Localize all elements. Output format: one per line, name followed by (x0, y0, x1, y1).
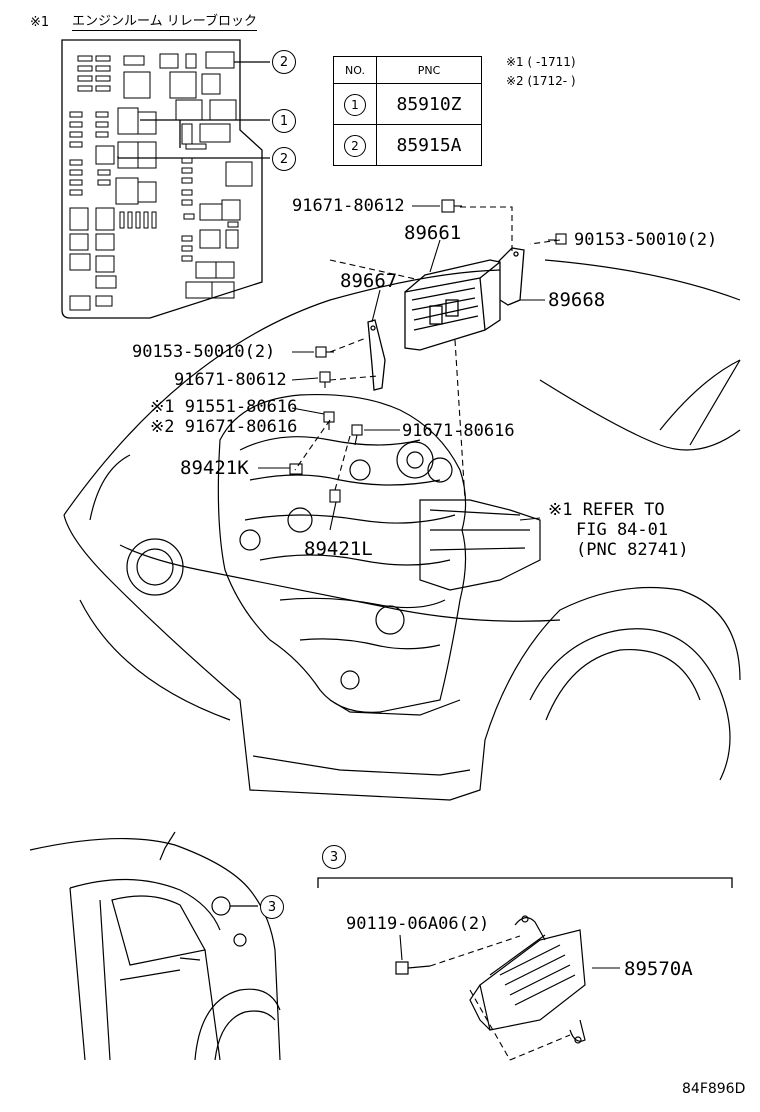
bolts (289, 199, 567, 503)
part-89421K: 89421K (180, 457, 249, 479)
refer-line-1: ※1 REFER TO (548, 500, 665, 520)
part-90153-50010-left: 90153-50010(2) (132, 342, 276, 362)
part-90153-50010-right: 90153-50010(2) (574, 230, 718, 250)
part-91671-80616-left: ※2 91671-80616 (150, 417, 298, 437)
engine-assembly (217, 394, 541, 716)
part-89570A: 89570A (624, 958, 693, 980)
callout-2-bottom: 2 (272, 147, 296, 171)
row-pnc: 85915A (376, 124, 482, 166)
part-90119-06A06: 90119-06A06(2) (346, 914, 490, 934)
table-row: 1 85910Z (333, 83, 482, 125)
table-row: 2 85915A (333, 124, 482, 166)
ecu-leader-lines (399, 934, 620, 969)
part-91671-80612-left: 91671-80612 (174, 370, 287, 390)
part-89667: 89667 (340, 270, 398, 292)
vehicle-body-outline (63, 259, 741, 801)
part-91671-80612-top: 91671-80612 (292, 196, 405, 216)
relay-block-marker: ※1 (30, 15, 50, 30)
callout-3-section: 3 (322, 845, 346, 869)
bracket-89668 (497, 247, 525, 306)
row-pnc: 85910Z (376, 83, 482, 125)
header-pnc: PNC (376, 56, 482, 84)
note-2: ※2 (1712- ) (506, 74, 576, 88)
pnc-table-header-row: NO. PNC (333, 56, 482, 84)
ecu-89570a (395, 915, 586, 1044)
refer-line-3: (PNC 82741) (576, 540, 689, 560)
note-1: ※1 ( -1711) (506, 55, 576, 69)
pnc-table: NO. PNC 1 85910Z 2 85915A (333, 56, 482, 166)
relay-block-title: エンジンルーム リレーブロック (72, 14, 257, 31)
bracket-89667 (367, 319, 386, 391)
part-91551-80616: ※1 91551-80616 (150, 397, 298, 417)
section-3-frame (317, 877, 733, 888)
ecm-89661 (404, 259, 501, 351)
part-89421L: 89421L (304, 538, 373, 560)
part-91671-80616-right: 91671-80616 (402, 421, 515, 441)
callout-3-vehicle: 3 (260, 895, 284, 919)
row-no-cell: 2 (333, 124, 377, 166)
refer-line-2: FIG 84-01 (576, 520, 669, 540)
leader-lines (258, 205, 545, 531)
callout-2-top: 2 (272, 50, 296, 74)
row-no: 2 (344, 134, 366, 157)
rear-vehicle-view (29, 831, 281, 1061)
header-no: NO. (333, 56, 377, 84)
row-no-cell: 1 (333, 83, 377, 125)
part-89668: 89668 (548, 289, 606, 311)
row-no: 1 (344, 93, 366, 116)
relay-block-diagram (61, 39, 270, 319)
assembly-lines (294, 206, 561, 501)
figure-code: 84F896D (682, 1081, 746, 1097)
ecu-assembly-lines (429, 935, 571, 1061)
part-89661: 89661 (404, 222, 462, 244)
callout-1: 1 (272, 109, 296, 133)
